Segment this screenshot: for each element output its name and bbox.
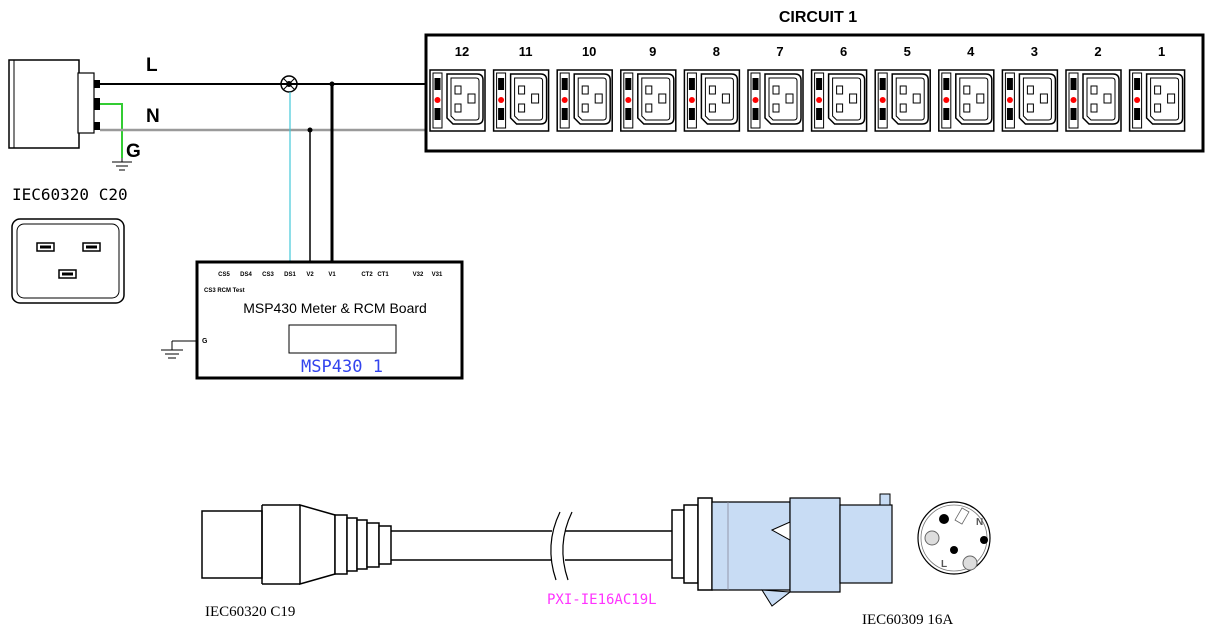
outlet-indicator: [434, 97, 441, 103]
plug-pin-n: N: [976, 517, 983, 528]
inlet-connector: [8, 59, 100, 149]
outlet-number: 2: [1094, 44, 1101, 59]
ground-label: G: [126, 141, 141, 162]
outlet-number: 6: [840, 44, 847, 59]
neutral-label: N: [146, 106, 160, 127]
outlet-indicator: [816, 97, 823, 103]
iec60309-plug-icon: [671, 493, 893, 607]
plug-pin-l: L: [941, 559, 947, 570]
board-pin-v1: V1: [328, 272, 336, 278]
outlet-9: 9: [620, 44, 677, 132]
board-pin-ds1: DS1: [284, 272, 296, 278]
board-test-label: CS3 RCM Test: [204, 288, 245, 294]
c19-label: IEC60320 C19: [205, 604, 295, 620]
board-pin-v31: V31: [432, 272, 443, 278]
part-number-label: PXI-IE16AC19L: [547, 592, 657, 608]
outlet-11: 11: [492, 44, 550, 132]
outlet-indicator: [561, 97, 568, 103]
current-sensor-icon: [280, 75, 298, 93]
outlet-indicator: [1070, 97, 1077, 103]
outlet-indicator: [943, 97, 950, 103]
outlet-number: 1: [1158, 44, 1165, 59]
cable-icon: [391, 511, 672, 581]
outlet-7: 7: [747, 44, 804, 132]
outlet-8: 8: [683, 44, 741, 132]
outlet-number: 11: [519, 44, 533, 59]
board-title: MSP430 Meter & RCM Board: [243, 300, 427, 316]
outlet-number: 9: [649, 44, 656, 59]
outlet-12: 12: [429, 44, 486, 132]
outlet-number: 3: [1031, 44, 1038, 59]
board-pin-row: CS5 DS4 CS3 DS1 V2 V1 CT2 CT1 V32 V31: [218, 272, 443, 278]
outlet-number: 8: [713, 44, 720, 59]
plug-label: IEC60309 16A: [862, 612, 953, 628]
board-ground-icon: [161, 340, 197, 359]
board-pin-v32: V32: [413, 272, 424, 278]
circuit-title: CIRCUIT 1: [779, 9, 857, 26]
outlet-indicator: [752, 97, 759, 103]
inlet-ground: [100, 103, 132, 171]
board-pin-cs5: CS5: [218, 272, 230, 278]
outlet-indicator: [879, 97, 886, 103]
outlet-number: 7: [776, 44, 783, 59]
meter-board: CS5 DS4 CS3 DS1 V2 V1 CT2 CT1 V32 V31 CS3 RCM Tes…: [195, 260, 464, 380]
outlet-number: 5: [904, 44, 911, 59]
outlet-indicator: [688, 97, 695, 103]
outlet-indicator: [1134, 97, 1141, 103]
outlet-2: 2: [1065, 44, 1122, 132]
inlet-label: IEC60320 C20: [12, 185, 128, 204]
c19-connector-icon: [201, 504, 392, 585]
outlet-row: 12 11 10 9 8 7 6 5 4 3 2 1: [429, 44, 1186, 132]
board-pin-ct1: CT1: [377, 272, 389, 278]
outlet-number: 10: [582, 44, 596, 59]
outlet-6: 6: [810, 44, 868, 132]
outlet-indicator: [625, 97, 632, 103]
board-pin-ds4: DS4: [240, 272, 252, 278]
outlet-5: 5: [874, 44, 931, 132]
outlet-indicator: [498, 97, 505, 103]
outlet-4: 4: [938, 44, 995, 132]
c20-socket-face-icon: [11, 218, 125, 304]
outlet-indicator: [1006, 97, 1013, 103]
board-pin-ct2: CT2: [361, 272, 373, 278]
outlet-number: 4: [967, 44, 975, 59]
line-label: L: [146, 55, 158, 76]
board-ground-pin: G: [202, 338, 208, 345]
outlet-3: 3: [1001, 44, 1059, 132]
board-pin-cs3: CS3: [262, 272, 274, 278]
outlet-1: 1: [1128, 44, 1186, 132]
outlet-10: 10: [556, 44, 613, 132]
outlet-number: 12: [455, 44, 469, 59]
plug-face-icon: [917, 501, 991, 575]
board-pin-v2: V2: [306, 272, 314, 278]
chip-label: MSP430 1: [301, 357, 383, 377]
